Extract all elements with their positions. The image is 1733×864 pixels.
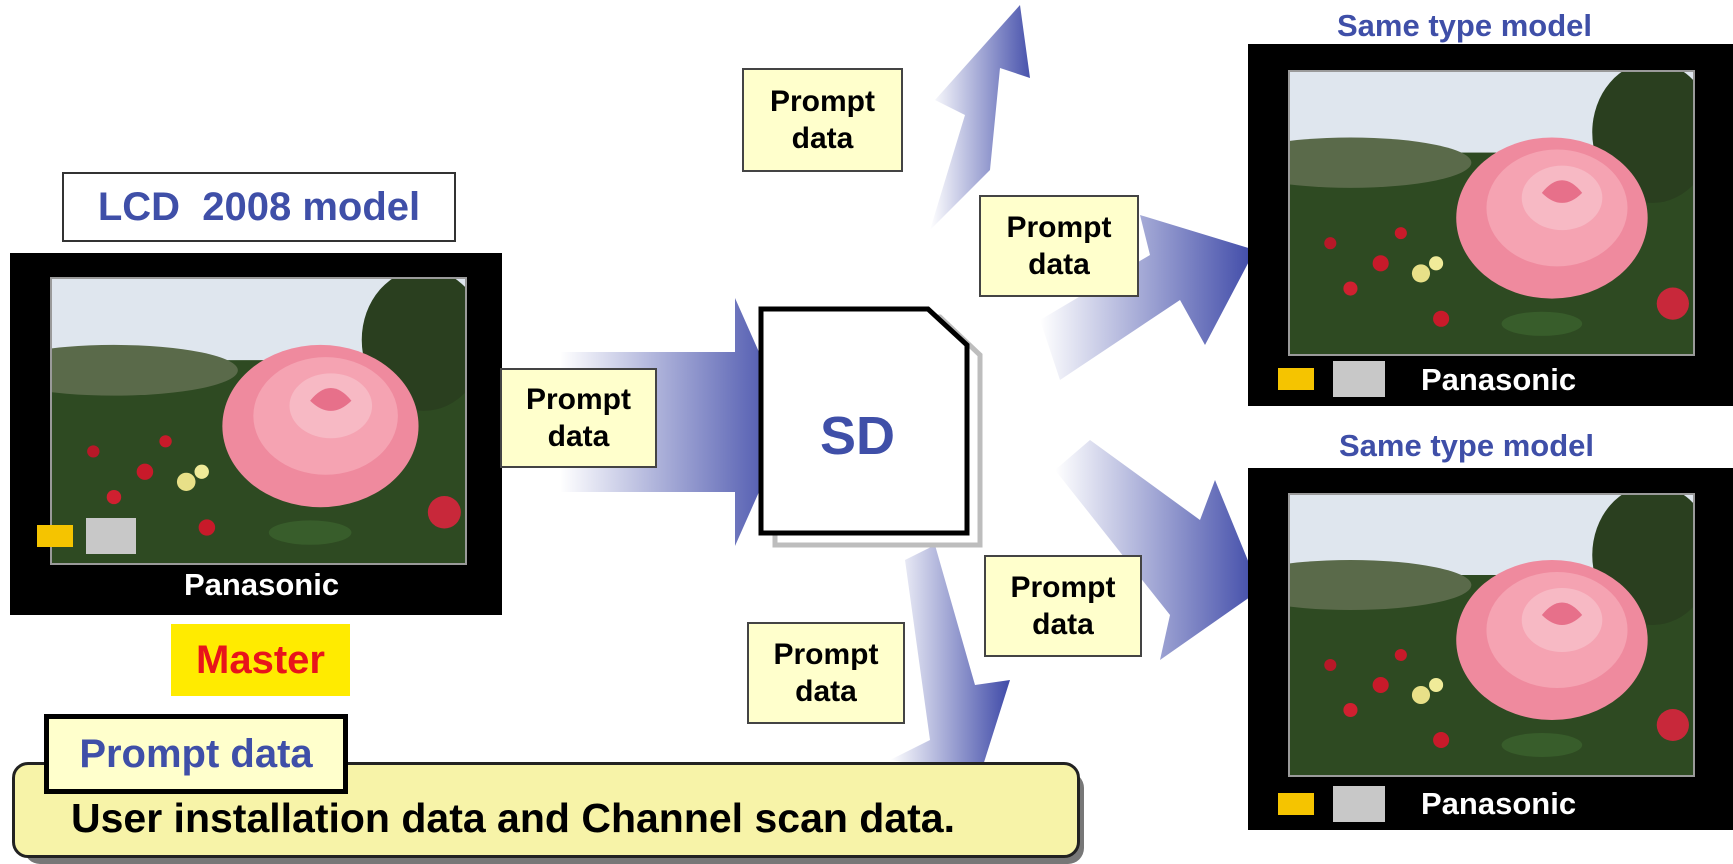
master-title: LCD 2008 model bbox=[97, 184, 421, 229]
target-tv-2: Panasonic bbox=[1248, 468, 1733, 830]
legend-heading: Prompt data bbox=[79, 731, 313, 776]
arrow-icon bbox=[560, 298, 790, 546]
brand-label: Panasonic bbox=[184, 567, 340, 602]
master-title-box: LCD 2008 model bbox=[62, 172, 456, 242]
indicator-yellow bbox=[1278, 793, 1314, 815]
target-tv-label: Same type model bbox=[1339, 428, 1594, 463]
target-tv-1: Panasonic bbox=[1248, 44, 1733, 406]
rose-photo-icon bbox=[1288, 70, 1695, 356]
master-tv: Panasonic bbox=[10, 253, 502, 615]
indicator-yellow bbox=[1278, 368, 1314, 390]
legend-box: User installation data and Channel scan … bbox=[12, 762, 1080, 858]
brand-label: Panasonic bbox=[1421, 786, 1577, 821]
arrow-icon bbox=[930, 5, 1030, 230]
legend-description: User installation data and Channel scan … bbox=[71, 795, 956, 841]
sd-card-icon bbox=[758, 306, 983, 548]
target-tv-label: Same type model bbox=[1337, 8, 1592, 43]
master-badge: Master bbox=[171, 624, 350, 696]
rose-photo-icon bbox=[1288, 493, 1695, 777]
indicator-gray bbox=[86, 518, 136, 554]
arrow-icon bbox=[890, 545, 1010, 775]
rose-photo-icon bbox=[50, 277, 467, 565]
arrow-icon bbox=[1055, 440, 1260, 660]
indicator-gray bbox=[1333, 786, 1385, 822]
legend-heading-box: Prompt data bbox=[44, 714, 348, 794]
brand-label: Panasonic bbox=[1421, 362, 1577, 397]
indicator-gray bbox=[1333, 361, 1385, 397]
sd-card-label: SD bbox=[820, 406, 896, 466]
arrow-icon bbox=[1040, 215, 1255, 380]
indicator-yellow bbox=[37, 525, 73, 547]
master-badge-label: Master bbox=[196, 637, 325, 682]
